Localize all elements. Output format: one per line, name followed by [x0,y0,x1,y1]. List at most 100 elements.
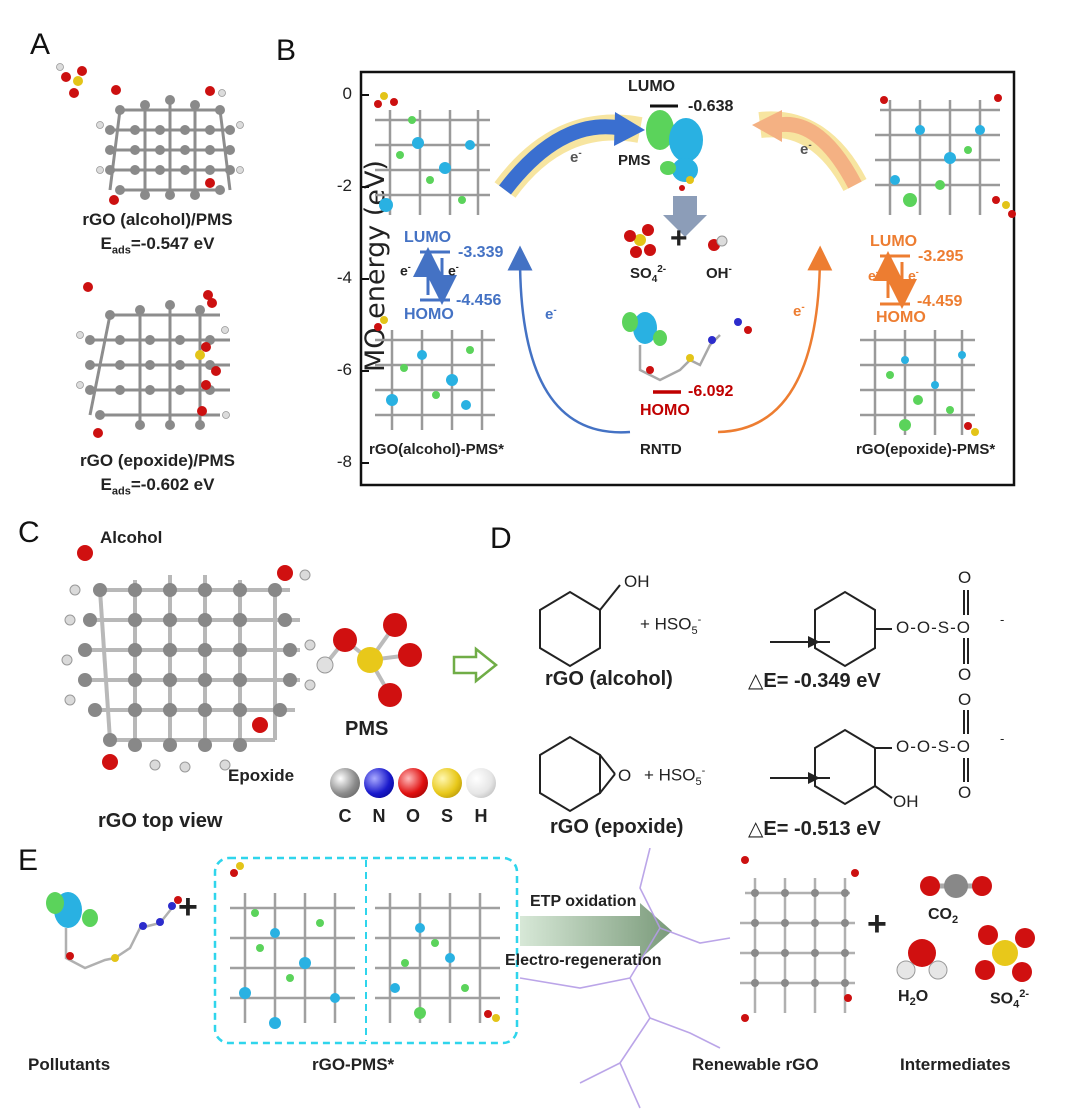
pms-lumo-value: -0.638 [688,98,734,115]
co2-molecule [920,874,992,898]
electron-right-big: e- [800,140,812,158]
cyclohexanol-ring [539,590,601,668]
pms-down-arrow [663,196,707,237]
pms-lumo-label: LUMO [628,78,676,95]
right-big-arrow [776,116,862,189]
rgo-pms-caption: rGO-PMS* [312,1055,395,1074]
product1-o-bottom: O [958,665,972,684]
electron-left-big: e- [570,148,582,166]
product2-chain: O-O-S-O [896,737,971,756]
atom-legend-o: O [405,806,420,826]
rntd-homo-value: -6.092 [688,383,734,400]
rgo-pms-left [230,862,355,1029]
y-tick-0: 0 [342,84,352,103]
atom-legend-s: S [440,806,453,826]
rgo-top-view-caption: rGO top view [98,810,223,832]
panel-a-eads-2: Eads=-0.602 eV [100,475,215,498]
atom-legend-o-swatch [398,768,428,798]
blue-electron-label: e- [545,305,557,323]
row1-energy: △E= -0.349 eV [748,670,881,692]
right-caption: rGO(epoxide)-PMS* [856,441,996,458]
atom-legend-n: N [372,806,386,826]
right-electron-up: e- [868,267,879,284]
product2-o-top: O [958,690,972,709]
left-electron-down: e- [448,262,459,279]
left-lower-molecule [374,316,495,430]
panel-label-e: E [18,844,39,877]
y-tick-2: -4 [336,268,352,287]
so4-label: SO42- [630,264,667,285]
row2-name: rGO (epoxide) [550,816,684,838]
co2-label: CO2 [928,906,959,927]
oh-product [708,235,728,251]
y-tick-1: -2 [336,176,352,195]
rgo-top-view-molecule [61,545,316,773]
pms-label-c: PMS [345,718,389,740]
h2o-label: H2O [898,988,929,1009]
y-tick-4: -8 [336,452,352,471]
left-big-arrow [499,119,622,195]
alcohol-oh-label: OH [624,572,650,591]
product2-oh: OH [893,792,919,811]
pollutants-caption: Pollutants [28,1055,111,1074]
oh-label: OH- [706,264,732,282]
atom-legend-s-swatch [432,768,462,798]
so4-oh-plus: + [670,222,688,255]
lightning [519,848,731,1109]
panel-label-d: D [490,522,512,555]
product2-ring [814,728,876,806]
renewable-rgo-molecule [740,856,859,1022]
atom-legend: C N O S H [330,768,500,828]
right-lower-molecule [860,330,979,436]
orange-electron-label: e- [793,302,805,320]
h2o-molecule [896,939,948,980]
rntd-homo-label: HOMO [640,402,690,419]
epoxide-label: Epoxide [228,766,295,785]
rgo-epoxide-pms-molecule [76,282,230,438]
hso5-label-2: + HSO5- [644,765,706,789]
center-caption: RNTD [640,441,682,458]
product1-o-top: O [958,568,972,587]
atom-legend-h: H [474,806,488,826]
panel-a-eads-1: Eads=-0.547 eV [100,234,215,257]
product1-ring [814,590,876,668]
right-homo-value: -4.459 [917,293,963,310]
epoxide-ring [539,735,601,813]
panel-a-caption-2: rGO (epoxide)/PMS [80,451,235,470]
renewable-rgo-caption: Renewable rGO [692,1055,819,1074]
right-upper-molecule [875,94,1016,218]
process-arrow [520,903,672,959]
row2-energy: △E= -0.513 eV [748,818,881,840]
row1-name: rGO (alcohol) [545,668,673,690]
regeneration-scheme [46,848,1035,1109]
panel-label-b: B [276,34,297,67]
so4-molecule [975,925,1035,982]
left-lumo-label: LUMO [404,229,452,246]
mo-energy-diagram [359,70,1016,487]
left-homo-value: -4.456 [456,292,502,309]
pms-orbital [646,110,703,191]
atom-legend-c: C [338,806,352,826]
right-lumo-value: -3.295 [918,248,964,265]
panel-label-a: A [30,28,51,61]
alcohol-label: Alcohol [100,528,163,547]
left-homo-label: HOMO [404,306,454,323]
right-electron-down: e- [908,267,919,284]
rgo-alcohol-pms-molecule [56,63,244,205]
blue-electron-arrow [507,245,631,434]
hso5-label-1: + HSO5- [640,614,702,638]
pms-label: PMS [618,152,651,169]
rntd-molecule [622,312,752,382]
right-lumo-label: LUMO [870,233,918,250]
y-tick-3: -6 [336,360,352,379]
so4-product [624,224,656,258]
rgo-pms-right [375,893,500,1023]
left-lumo-value: -3.339 [458,244,504,261]
plus-e-1: + [178,888,198,926]
left-electron-up: e- [400,262,411,279]
atom-legend-c-swatch [330,768,360,798]
left-upper-molecule [374,92,490,215]
orange-electron-arrow [717,245,833,434]
epoxide-o-label: O [618,766,632,785]
so4-label-e: SO42- [990,988,1030,1011]
